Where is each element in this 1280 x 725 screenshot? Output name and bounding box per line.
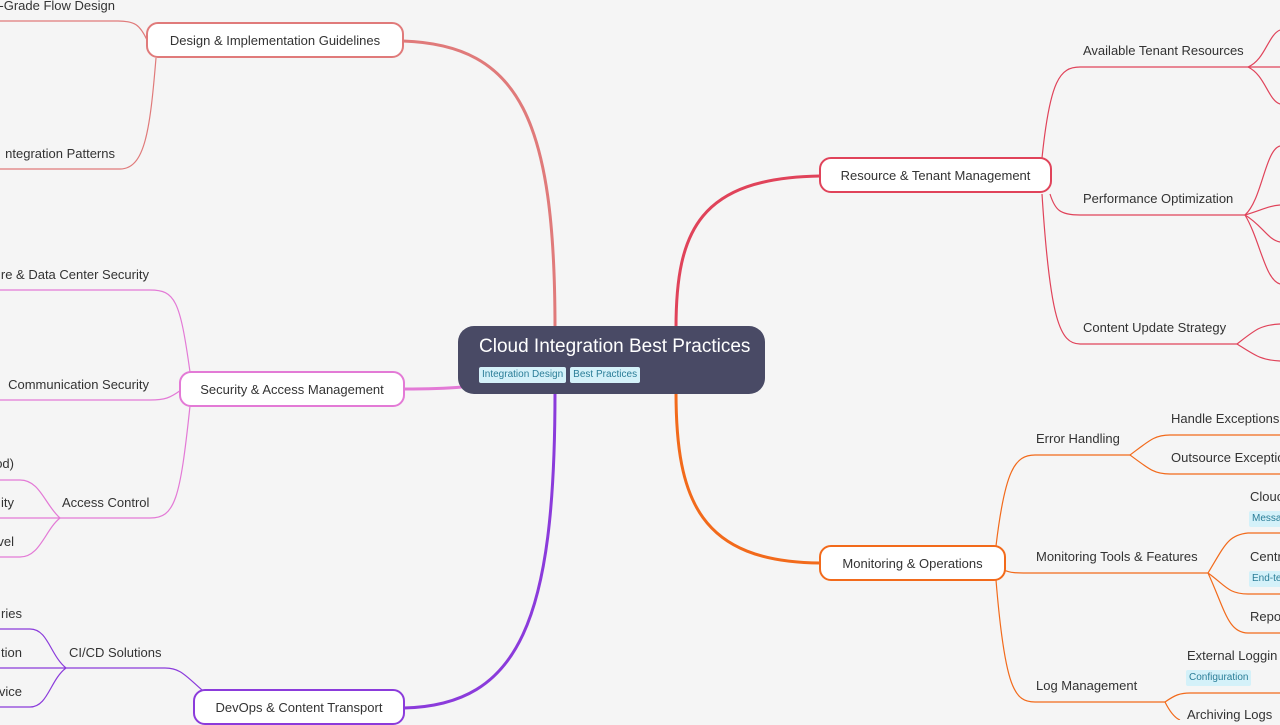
subtopic-label[interactable]: External Loggin <box>1187 648 1278 663</box>
connector-root-monitoring <box>674 391 821 565</box>
subtopic-label[interactable]: re & Data Center Security <box>0 267 149 282</box>
topic-devops[interactable]: DevOps & Content Transport <box>193 689 405 725</box>
connector-root-devops <box>403 391 557 710</box>
connector-root-resource <box>674 174 821 329</box>
connector-perf-sub-4 <box>1244 214 1280 285</box>
topic-design[interactable]: Design & Implementation Guidelines <box>146 22 404 58</box>
topic-resource[interactable]: Resource & Tenant Management <box>819 157 1052 193</box>
root-title: Cloud Integration Best Practices <box>479 336 751 357</box>
subtopic-label[interactable]: Repo <box>1250 609 1280 624</box>
subtopic-monitoring-tools[interactable]: Monitoring Tools & Features <box>1036 549 1198 564</box>
connector-resource-child-3 <box>1041 193 1237 345</box>
subtopic-content-update[interactable]: Content Update Strategy <box>1083 320 1227 335</box>
connector-resource-child-2 <box>1049 193 1245 216</box>
connector-design-child-2 <box>0 57 157 170</box>
subtopic-label[interactable]: ries <box>1 606 22 621</box>
connector-cicd-1 <box>0 628 67 669</box>
subtopic-label[interactable]: ity <box>1 495 14 510</box>
connector-tools-1 <box>1207 532 1280 574</box>
connector-access-1 <box>0 479 61 519</box>
subtopic-label[interactable]: Clouc <box>1250 489 1280 504</box>
subtopic-tag[interactable]: Configuration <box>1186 670 1252 686</box>
connector-perf-sub-3 <box>1244 214 1280 243</box>
subtopic-log-management[interactable]: Log Management <box>1036 678 1138 693</box>
subtopic-label[interactable]: od) <box>0 456 14 471</box>
connector-tenant-sub-3 <box>1247 66 1280 105</box>
subtopic-label[interactable]: Communication Security <box>8 377 149 392</box>
connector-root-design <box>402 39 557 329</box>
connector-tools-3 <box>1207 572 1280 634</box>
connector-cicd-3 <box>0 667 67 708</box>
subtopic-label[interactable]: ntegration Patterns <box>5 146 115 161</box>
connector-perf-sub-2 <box>1244 204 1280 216</box>
connector-content-sub-2 <box>1236 343 1280 362</box>
subtopic-access-control[interactable]: Access Control <box>62 495 150 510</box>
subtopic-label[interactable]: vice <box>0 684 22 699</box>
connector-devops-child-1 <box>66 667 203 691</box>
connector-resource-child-1 <box>1041 66 1248 159</box>
subtopic-error-handling[interactable]: Error Handling <box>1036 431 1120 446</box>
connector-security-child-2 <box>0 389 182 401</box>
connector-content-sub-1 <box>1236 323 1280 345</box>
subtopic-label[interactable]: Centr <box>1250 549 1280 564</box>
connector-monitoring-child-1 <box>995 454 1130 547</box>
subtopic-label[interactable]: -Grade Flow Design <box>0 0 115 13</box>
subtopic-label[interactable]: tion <box>1 645 22 660</box>
connector-log-1 <box>1164 692 1280 703</box>
connector-tools-2 <box>1207 572 1280 595</box>
root-topic[interactable]: Cloud Integration Best Practices Integra… <box>458 326 765 394</box>
subtopic-tag[interactable]: Messa <box>1249 511 1280 527</box>
subtopic-cicd[interactable]: CI/CD Solutions <box>69 645 162 660</box>
connector-perf-sub-1 <box>1244 145 1280 216</box>
connector-error-2 <box>1129 454 1280 475</box>
connector-tenant-sub-1 <box>1247 29 1280 68</box>
connector-error-1 <box>1129 434 1280 456</box>
subtopic-performance[interactable]: Performance Optimization <box>1083 191 1234 206</box>
connector-monitoring-child-3 <box>995 579 1165 703</box>
connector-monitoring-child-2 <box>1003 569 1208 574</box>
connector-security-child-3 <box>60 405 191 519</box>
connector-log-2 <box>1164 701 1181 720</box>
subtopic-label[interactable]: vel <box>0 534 14 549</box>
topic-monitoring[interactable]: Monitoring & Operations <box>819 545 1006 581</box>
subtopic-tenant-resources[interactable]: Available Tenant Resources <box>1083 43 1244 58</box>
subtopic-label[interactable]: Handle Exceptions <box>1171 411 1280 426</box>
subtopic-label[interactable]: Archiving Logs <box>1187 707 1273 722</box>
subtopic-label[interactable]: Outsource Exceptio <box>1171 450 1280 465</box>
root-tag[interactable]: Integration Design <box>479 367 567 383</box>
subtopic-tag[interactable]: End-te <box>1249 571 1280 587</box>
connector-security-child-1 <box>0 289 191 373</box>
connector-root-security <box>403 385 463 391</box>
root-tag[interactable]: Best Practices <box>570 367 641 383</box>
topic-security[interactable]: Security & Access Management <box>179 371 405 407</box>
connector-access-3 <box>0 517 61 558</box>
connector-design-child-1 <box>0 20 148 41</box>
root-tags: Integration Design Best Practices <box>479 367 745 383</box>
